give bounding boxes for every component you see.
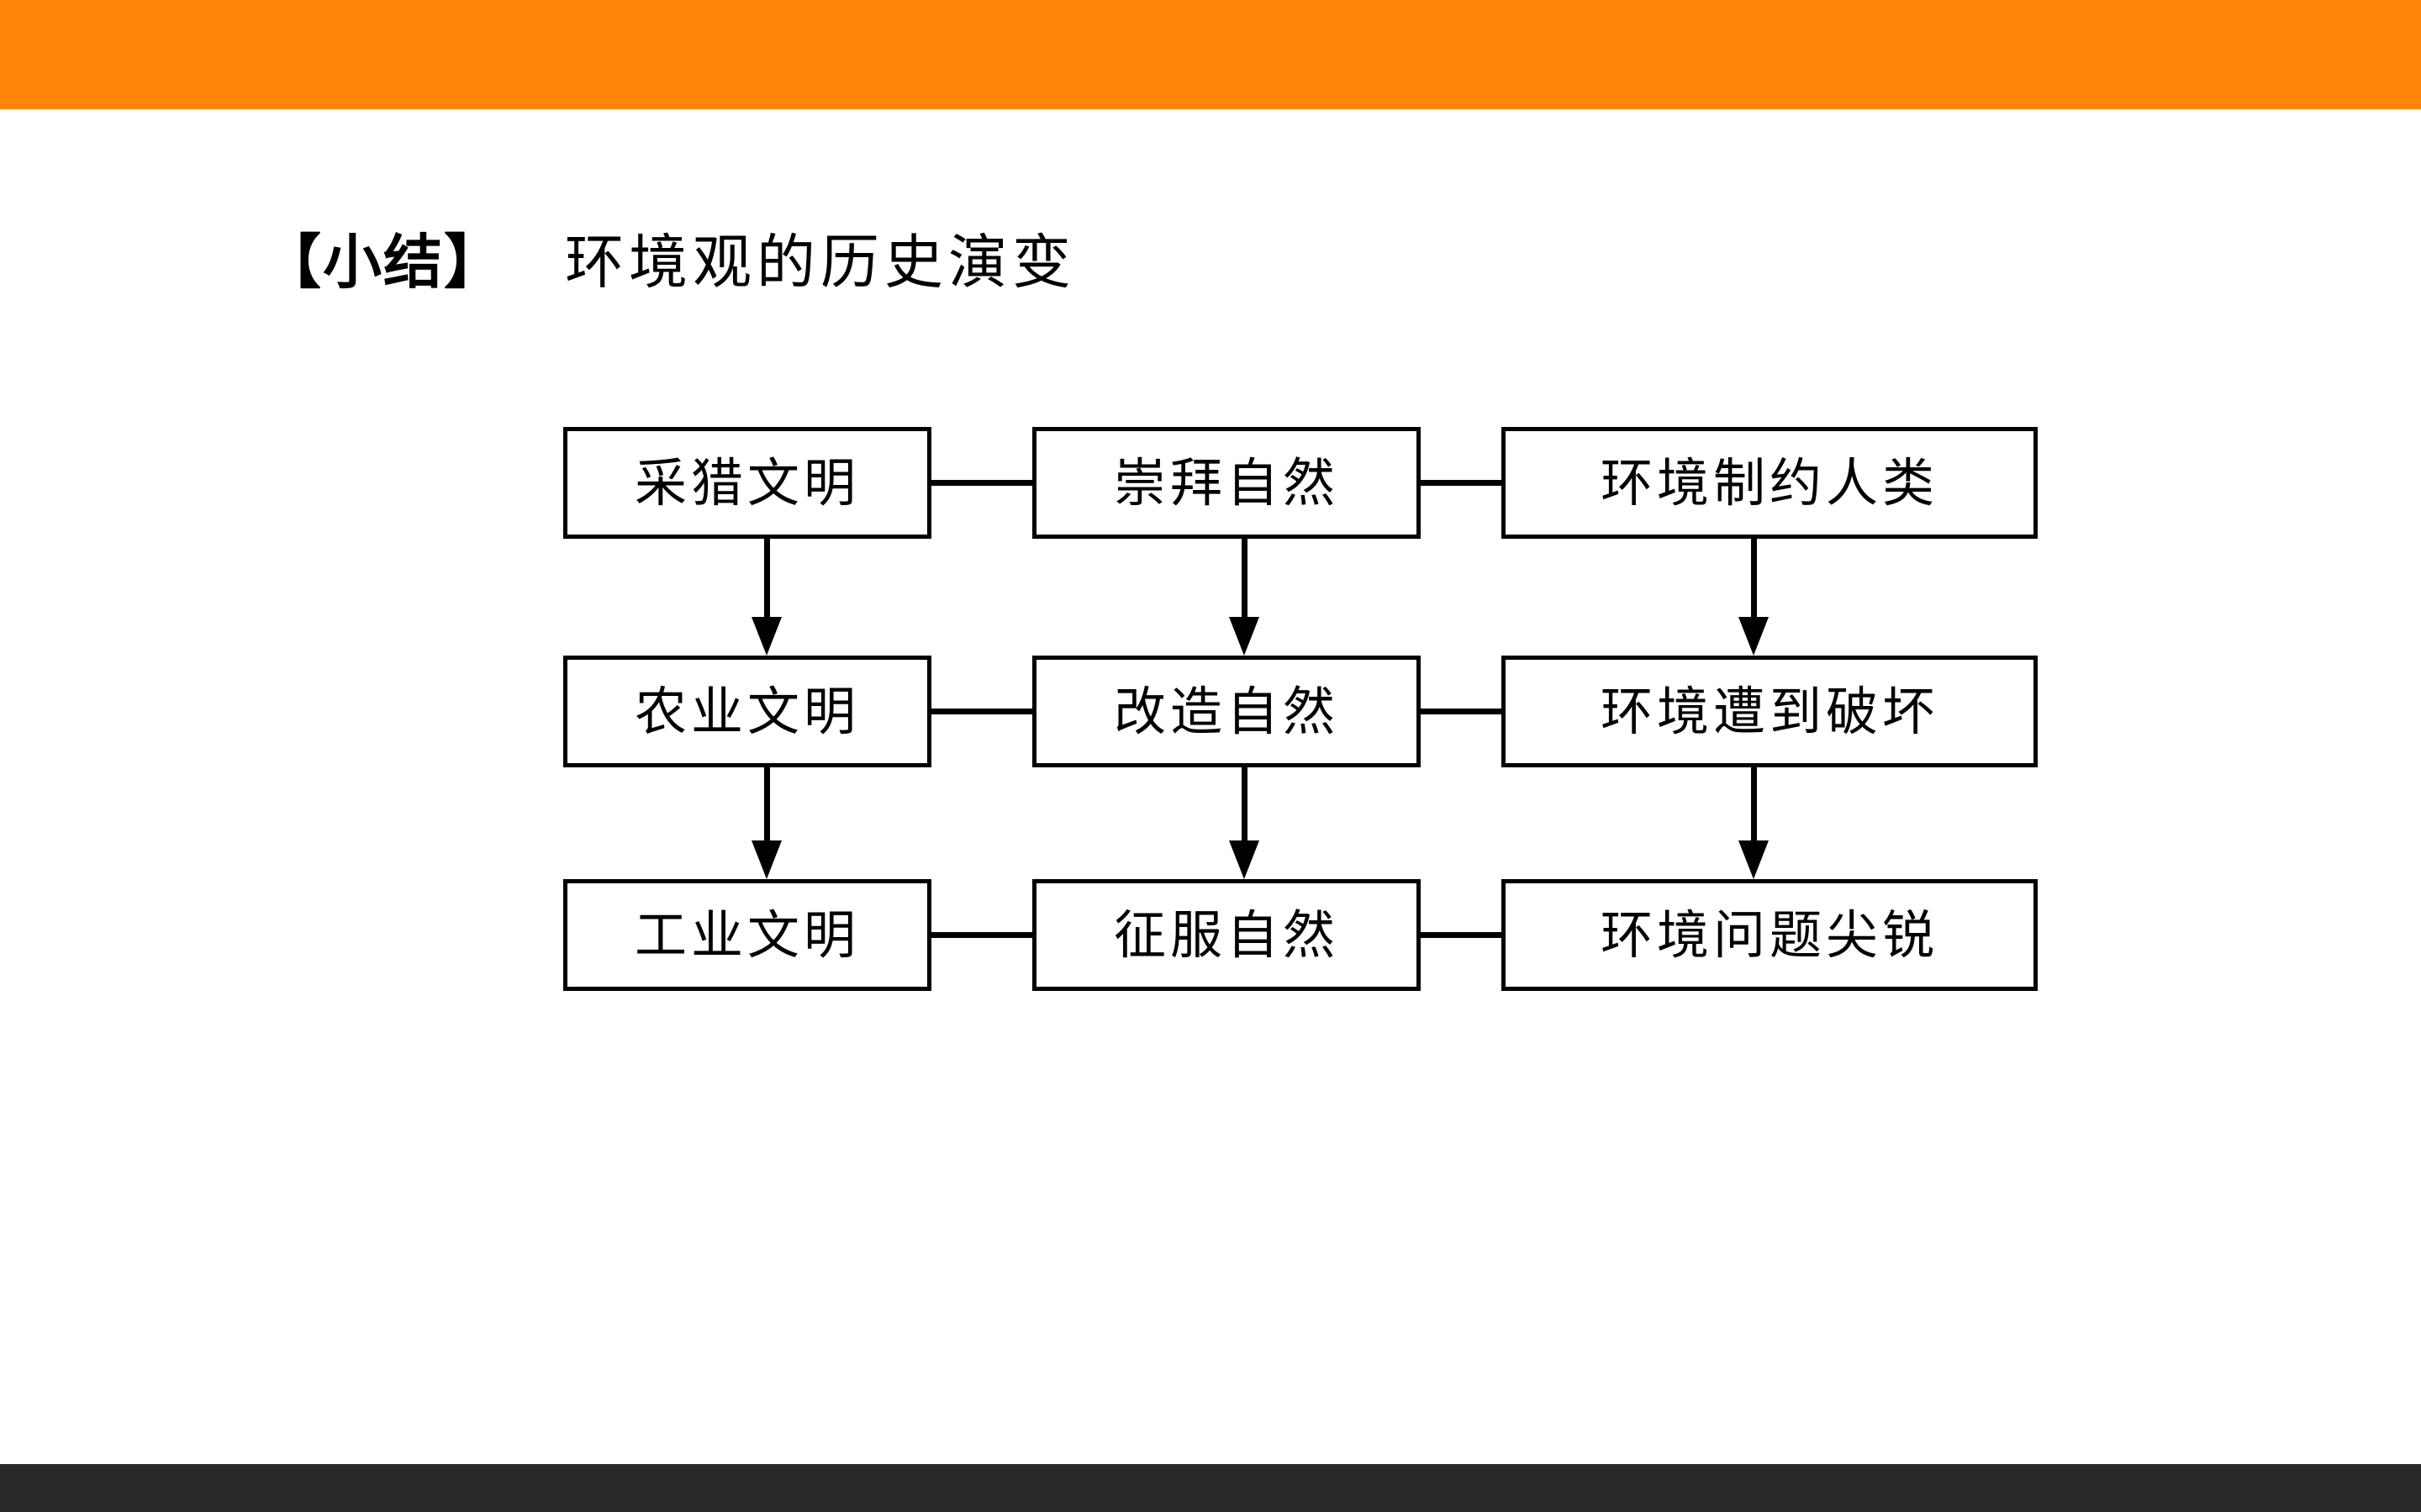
flow-node-r1c2[interactable]: 崇拜自然 (1032, 427, 1421, 539)
page-title-text: 环境观的历史演变 (565, 228, 1076, 297)
top-accent-bar (0, 0, 2421, 109)
flow-node-label: 环境遭到破坏 (1600, 680, 1938, 742)
flow-node-r1c3[interactable]: 环境制约人类 (1501, 427, 2038, 539)
flow-node-label: 崇拜自然 (1113, 451, 1339, 514)
flow-node-r3c2[interactable]: 征服自然 (1032, 879, 1421, 991)
flow-node-label: 征服自然 (1113, 904, 1339, 966)
flow-node-r1c1[interactable]: 采猎文明 (563, 427, 931, 539)
flow-connector-r3c2-r3c3 (1421, 932, 1501, 938)
flow-node-r3c1[interactable]: 工业文明 (563, 879, 931, 991)
flow-connector-r2c1-r2c2 (931, 709, 1032, 714)
flow-connector-r2c2-r2c3 (1421, 709, 1501, 714)
page-title-bracket-label: 【小结】 (262, 227, 504, 297)
flow-node-r3c3[interactable]: 环境问题尖锐 (1501, 879, 2038, 991)
flow-node-label: 环境问题尖锐 (1600, 904, 1938, 966)
flow-connector-r1c1-r1c2 (931, 480, 1032, 486)
flow-node-label: 改造自然 (1113, 680, 1339, 742)
flow-connector-r3c1-r3c2 (931, 932, 1032, 938)
page-title: 【小结】 环境观的历史演变 (262, 233, 1076, 292)
flow-node-label: 环境制约人类 (1600, 451, 1938, 514)
flow-node-label: 农业文明 (634, 680, 860, 742)
flow-connector-r1c2-r1c3 (1421, 480, 1501, 486)
flow-node-r2c2[interactable]: 改造自然 (1032, 656, 1421, 767)
flow-node-label: 采猎文明 (634, 451, 860, 514)
flow-node-label: 工业文明 (634, 904, 860, 966)
bottom-accent-bar (0, 1464, 2421, 1512)
flow-node-r2c3[interactable]: 环境遭到破坏 (1501, 656, 2038, 767)
flow-node-r2c1[interactable]: 农业文明 (563, 656, 931, 767)
